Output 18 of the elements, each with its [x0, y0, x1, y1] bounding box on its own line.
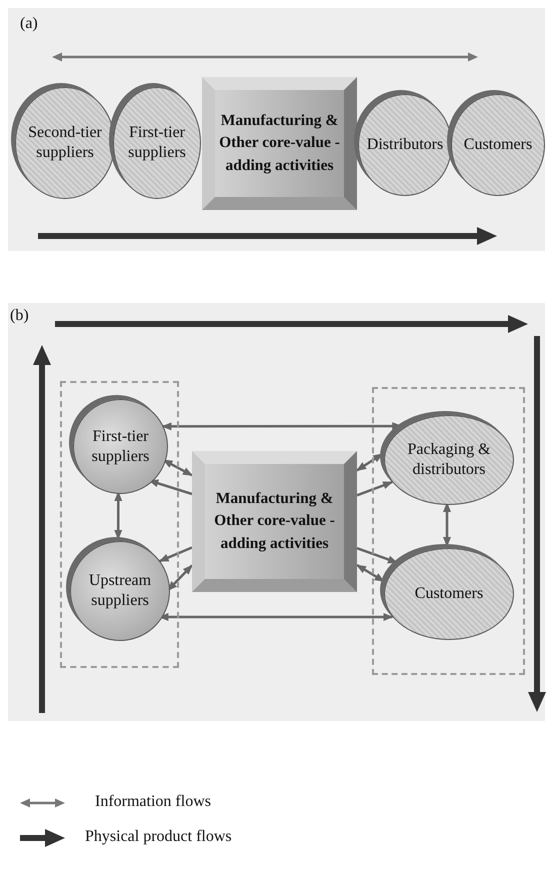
- double-arrow: [162, 458, 193, 476]
- double-arrow: [443, 502, 451, 547]
- dashed-group-box: [372, 387, 525, 675]
- bevel-box: Manufacturing & Other core-value -adding activities: [192, 451, 357, 592]
- double-arrow: [114, 491, 122, 540]
- panel-label: (b): [10, 307, 29, 325]
- dashed-group-box: [60, 381, 179, 668]
- bevel-box: Manufacturing & Other core-value -adding activities: [202, 77, 357, 210]
- panel: [8, 8, 545, 251]
- legend-label: Information flows: [95, 793, 211, 811]
- double-arrow: [356, 564, 385, 582]
- arrow: [356, 480, 394, 496]
- panel: [8, 303, 545, 721]
- arrow: [356, 547, 398, 564]
- arrow: [158, 546, 192, 562]
- panel-label: (a): [20, 15, 38, 33]
- legend-label: Physical product flows: [85, 828, 232, 846]
- double-arrow: [167, 564, 193, 592]
